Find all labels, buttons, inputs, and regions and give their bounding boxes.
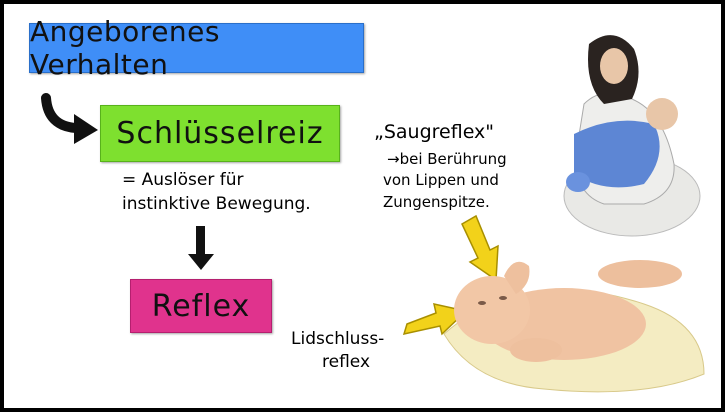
key-stimulus-text: Schlüsselreiz xyxy=(116,116,323,151)
yellow-arrow-mouth-icon xyxy=(462,216,498,280)
sucking-reflex-heading: „Saugreflex" xyxy=(374,122,494,143)
definition-line-2: instinktive Bewegung. xyxy=(122,194,311,215)
down-arrow-icon xyxy=(188,226,214,270)
sucking-reflex-line-3: Zungenspitze. xyxy=(383,193,490,212)
baby-lying-illustration xyxy=(444,260,704,392)
curved-arrow-icon xyxy=(46,98,98,144)
blink-reflex-line-2: reflex xyxy=(322,352,370,373)
whiteboard: Angeborenes Verhalten xyxy=(4,4,721,408)
reflex-card: Reflex xyxy=(130,279,272,333)
sucking-reflex-line-2: von Lippen und xyxy=(383,171,499,190)
definition-line-1: = Auslöser für xyxy=(122,170,244,191)
mother-nursing-illustration xyxy=(564,35,700,236)
reflex-text: Reflex xyxy=(152,289,251,324)
blink-reflex-line-1: Lidschluss- xyxy=(291,329,384,350)
sucking-reflex-line-1: →bei Berührung xyxy=(387,150,507,169)
key-stimulus-card: Schlüsselreiz xyxy=(100,105,340,162)
